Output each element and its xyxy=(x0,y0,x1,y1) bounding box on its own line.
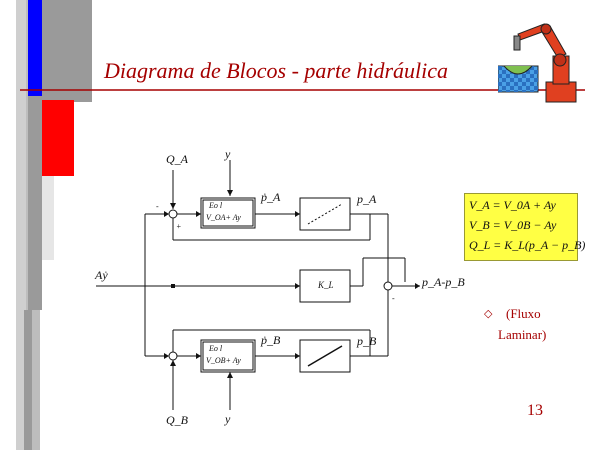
label-y-top: y xyxy=(225,147,231,161)
sign-top-plus: + xyxy=(176,222,182,231)
red-block xyxy=(42,100,74,176)
integrator-a-slope xyxy=(307,203,343,225)
note-line-2: Laminar) xyxy=(498,327,547,342)
equations-box: V_A = V_0A + Ay V_B = V_0B − Ay Q_L = K_… xyxy=(464,193,585,261)
arrowhead-y-bottom xyxy=(227,372,233,378)
block-a-bottom-text: V_OA+ Ay xyxy=(206,213,241,222)
slide-title: Diagrama de Blocos - parte hidráulica xyxy=(104,58,449,83)
arrowhead-integrator-b xyxy=(295,353,300,359)
slide-number: 13 xyxy=(527,402,543,419)
robot-arm-icon xyxy=(498,23,577,103)
sign-output-minus: - xyxy=(392,294,395,303)
diamond-bullet-icon: ◇ xyxy=(484,308,493,320)
branch-point xyxy=(171,284,175,288)
block-a-top-text: Eo l xyxy=(209,201,223,210)
integrator-b-slope xyxy=(307,345,343,367)
top-sum-junction xyxy=(168,209,178,219)
bottom-sum-junction xyxy=(168,351,178,361)
label-pa: p_A xyxy=(357,192,377,206)
arrowhead-kl xyxy=(295,283,300,289)
gray-bar xyxy=(16,0,26,450)
label-output: p_A-p_B xyxy=(422,275,465,289)
gray-strip xyxy=(28,96,42,310)
arrowhead-bottom-sum xyxy=(164,353,169,359)
block-a-inner xyxy=(202,199,254,227)
label-y-bottom: y xyxy=(225,412,231,426)
block-b-inner xyxy=(202,341,254,371)
label-pb: p_B xyxy=(357,334,377,348)
block-a xyxy=(200,197,256,229)
integrator-a xyxy=(299,197,351,231)
equation-ql: Q_L = K_L(p_A − p_B) xyxy=(469,238,586,252)
dark-gray-block xyxy=(42,0,92,102)
sign-top-minus: - xyxy=(156,202,159,211)
block-b-top-text: Eo l xyxy=(209,344,223,353)
arrowhead-qa xyxy=(170,203,176,209)
label-ay-input: Aẏ xyxy=(95,268,108,282)
label-pa-dot: ṗ_A xyxy=(261,190,281,204)
block-b-bottom-text: V_OB+ Ay xyxy=(206,356,241,365)
blue-bar xyxy=(28,0,42,96)
equation-va: V_A = V_0A + Ay xyxy=(469,198,556,212)
arrowhead-qb xyxy=(170,360,176,366)
arrowhead-block-b xyxy=(196,353,201,359)
gray-strip-2 xyxy=(24,310,32,450)
arrowhead-integrator-a xyxy=(295,211,300,217)
output-sum-junction xyxy=(383,281,393,291)
note-line-1: (Fluxo xyxy=(506,306,541,321)
arrowhead-y-top xyxy=(227,190,233,196)
arrowhead-top-sum xyxy=(164,211,169,217)
label-qb: Q_B xyxy=(166,413,188,427)
equation-vb: V_B = V_0B − Ay xyxy=(469,218,557,232)
arrowhead-block-a xyxy=(196,211,201,217)
label-pb-dot: ṗ_B xyxy=(261,333,281,347)
label-kl: K_L xyxy=(318,280,334,290)
label-qa: Q_A xyxy=(166,152,188,166)
arrowhead-output xyxy=(415,283,420,289)
